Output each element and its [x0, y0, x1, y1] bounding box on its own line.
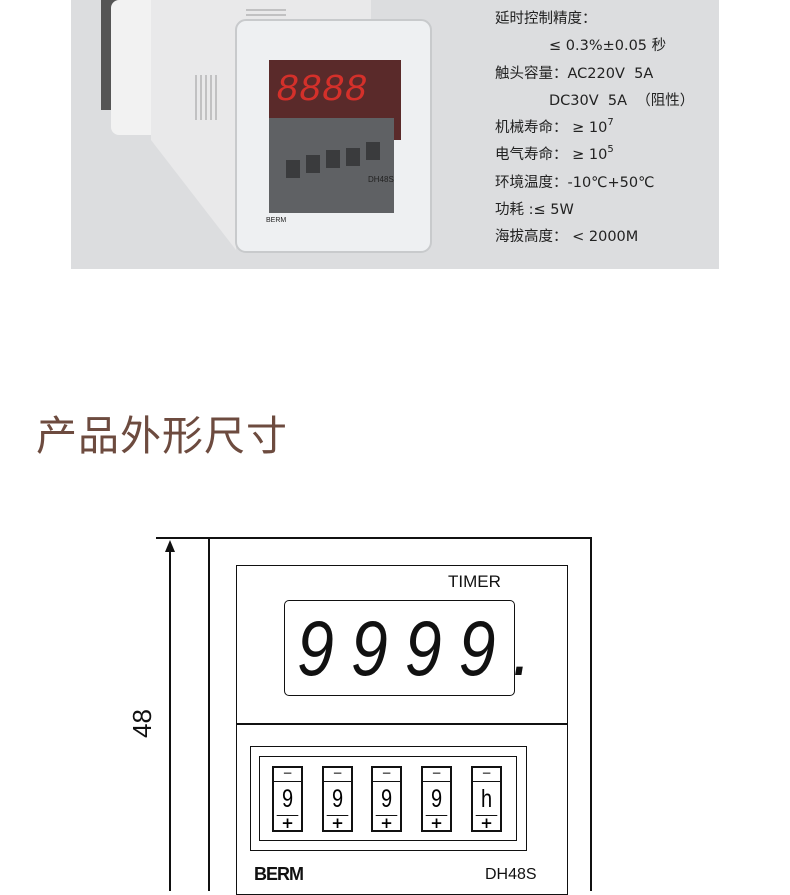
switch-value: 9: [375, 782, 398, 816]
arrow-up-icon: [165, 540, 175, 552]
plus-button[interactable]: +: [331, 814, 344, 832]
model-label: DH48S: [485, 866, 537, 883]
spec-delay-accuracy-value: ≤ 0.3%±0.05 秒: [549, 38, 667, 55]
top-line: [156, 537, 592, 539]
spec-exponent: 7: [607, 117, 614, 129]
dimension-line: [169, 545, 171, 891]
left-edge: [208, 537, 210, 891]
switch-value: h: [475, 782, 498, 816]
spec-contact-capacity-dc: DC30V 5A （阻性）: [549, 92, 695, 109]
switch-value: 9: [326, 782, 349, 816]
minus-button[interactable]: −: [274, 767, 301, 782]
dimension-label: 48: [126, 709, 157, 738]
specifications-list: 延时控制精度： ≤ 0.3%±0.05 秒 触头容量：AC220V 5A DC3…: [495, 6, 694, 252]
spec-contact-capacity: 触头容量：AC220V 5A: [495, 65, 654, 82]
minus-button[interactable]: −: [423, 767, 450, 782]
plus-button[interactable]: +: [480, 814, 493, 832]
plus-button[interactable]: +: [281, 814, 294, 832]
thumbwheel-switch[interactable]: −9+: [272, 766, 303, 832]
product-photo-panel: 8888 DH48S BERM 延时控制精度： ≤ 0.3%±0.05 秒 触头…: [71, 0, 719, 269]
switch-panel-inner: [259, 756, 517, 841]
minus-button[interactable]: −: [324, 767, 351, 782]
minus-button[interactable]: −: [373, 767, 400, 782]
timer-label: TIMER: [448, 572, 501, 591]
display-digits: 9999.: [297, 604, 548, 692]
switch-value: 9: [276, 782, 299, 816]
svg-text:DH48S: DH48S: [368, 175, 394, 184]
thumbwheel-switch[interactable]: −9+: [421, 766, 452, 832]
thumbwheel-switch[interactable]: −h+: [471, 766, 502, 832]
right-edge: [590, 537, 592, 891]
switch-panel: [250, 746, 527, 851]
svg-text:8888: 8888: [276, 69, 367, 112]
thumbwheel-switch[interactable]: −9+: [371, 766, 402, 832]
switch-value: 9: [425, 782, 448, 816]
spec-temperature: 环境温度：-10℃+50℃: [495, 174, 655, 191]
display-window: 9999.: [284, 600, 531, 696]
minus-button[interactable]: −: [473, 767, 500, 782]
section-title: 产品外形尺寸: [36, 412, 288, 460]
spec-text: 机械寿命： ≥ 10: [495, 120, 608, 137]
spec-electrical-life: 电气寿命： ≥ 105: [495, 142, 694, 169]
timer-relay-photo: 8888 DH48S BERM: [101, 0, 432, 253]
thumbwheel-switch[interactable]: −9+: [322, 766, 353, 832]
svg-text:BERM: BERM: [266, 217, 286, 224]
spec-mechanical-life: 机械寿命： ≥ 107: [495, 115, 694, 142]
plus-button[interactable]: +: [380, 814, 393, 832]
spec-altitude: 海拔高度： < 2000M: [495, 229, 639, 246]
spec-exponent: 5: [607, 144, 614, 156]
plus-button[interactable]: +: [430, 814, 443, 832]
spec-delay-accuracy-label: 延时控制精度：: [495, 11, 597, 27]
brand-label: BERM: [254, 864, 304, 884]
spec-text: 电气寿命： ≥ 10: [495, 147, 608, 164]
face-divider: [236, 723, 568, 725]
spec-power: 功耗 :≤ 5W: [495, 202, 574, 219]
